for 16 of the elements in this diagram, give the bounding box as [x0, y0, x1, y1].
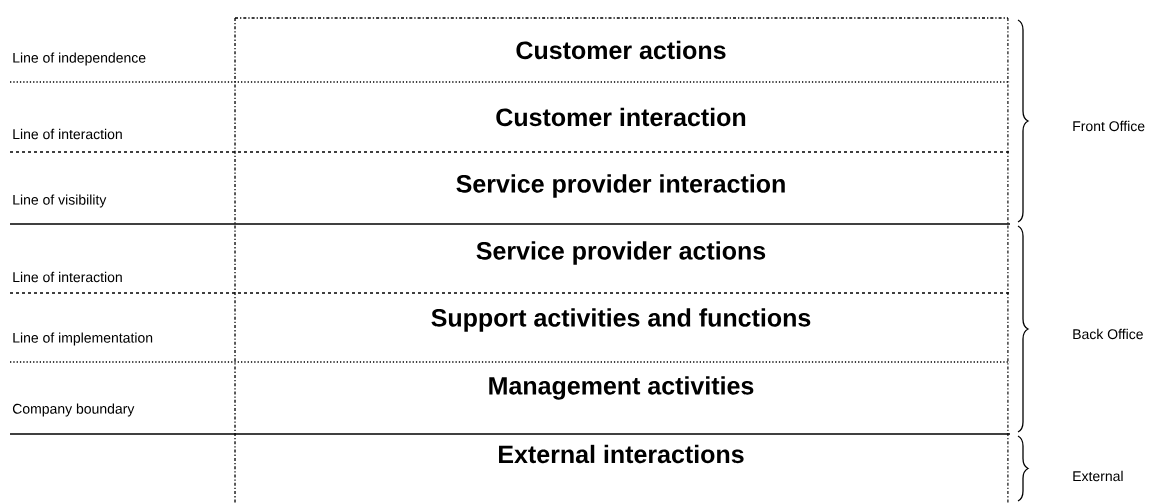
brace-label: Back Office: [1073, 328, 1143, 340]
line-label: Line of independence: [13, 52, 146, 66]
band-title: Service provider interaction: [456, 174, 785, 198]
band-title: Customer interaction: [496, 107, 746, 127]
line-label: Company boundary: [12, 403, 135, 417]
line-label: Line of interaction: [13, 271, 122, 283]
line-label: Line of implementation: [13, 332, 153, 346]
brace-label: Front Office: [1073, 120, 1145, 132]
line-label: Line of interaction: [13, 128, 122, 140]
brace-label: External: [1073, 470, 1123, 482]
band-title: Management activities: [489, 376, 754, 400]
band-title: Support activities and functions: [431, 308, 811, 332]
line-label: Line of visibility: [13, 194, 107, 208]
band-title: External interactions: [499, 444, 744, 464]
band-title: Customer actions: [516, 40, 726, 60]
band-title: Service provider actions: [476, 241, 766, 265]
